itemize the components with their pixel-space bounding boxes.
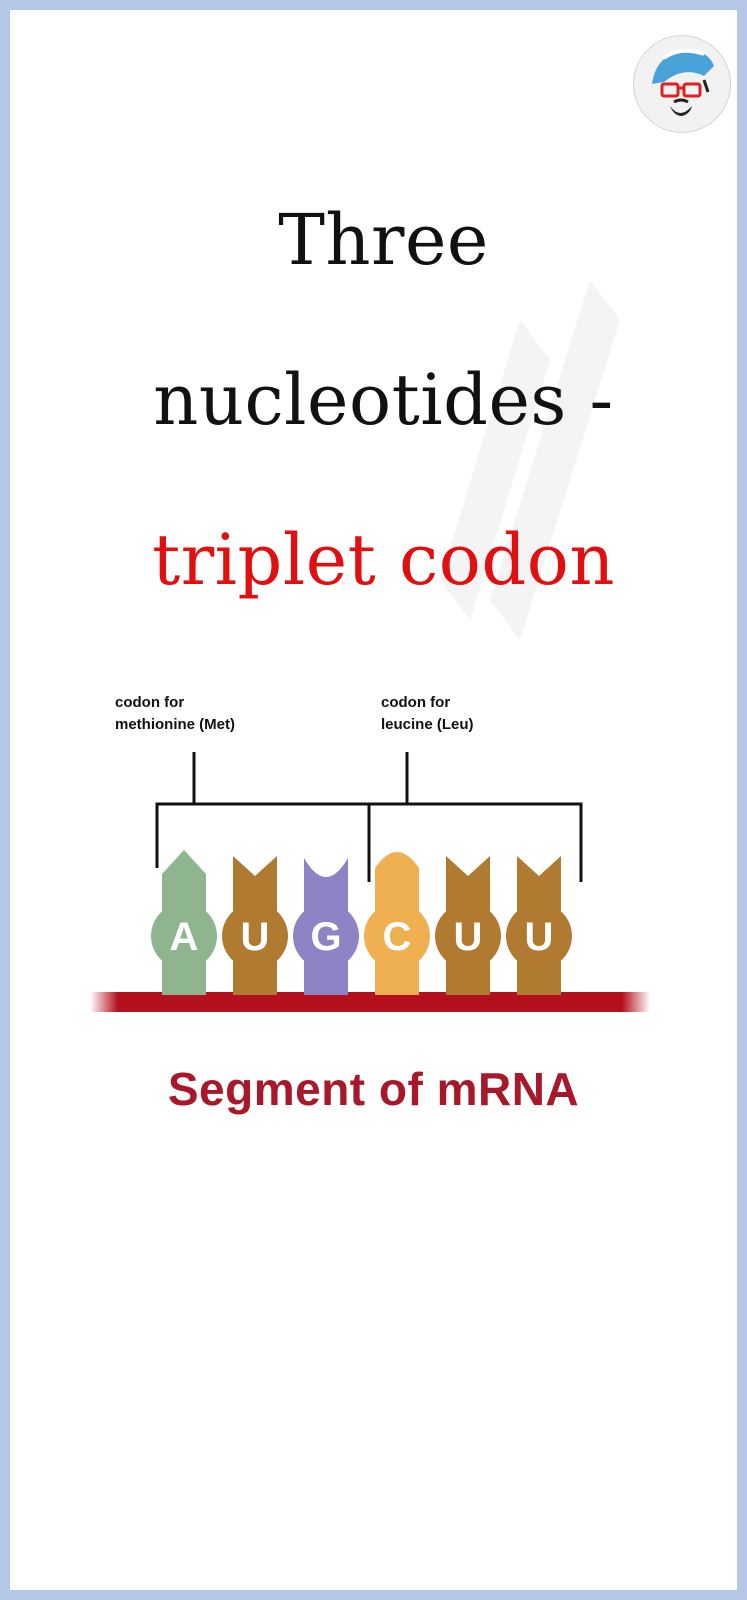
nucleotide-1: A [151, 850, 217, 995]
nucleotide-3: G [293, 858, 359, 995]
nucleotide-letter: U [454, 915, 483, 959]
nucleotide-4: C [364, 852, 430, 995]
nucleotide-letter: U [241, 915, 270, 959]
diagram-caption: Segment of mRNA [167, 1063, 580, 1115]
codon-label-met: codon for methionine (Met) [115, 694, 235, 733]
nucleotide-letter: U [525, 915, 554, 959]
codon-label-leu: codon for leucine (Leu) [381, 694, 474, 733]
avatar-icon [633, 35, 731, 133]
nucleotide-head [364, 903, 430, 969]
codon-brackets [155, 752, 583, 882]
nucleotide-2: U [222, 856, 288, 995]
nucleotide-head [222, 903, 288, 969]
nucleotide-letter: A [170, 915, 199, 959]
title-line-1: Three [278, 199, 489, 281]
nucleotide-head [151, 903, 217, 969]
nucleotide-5: U [435, 856, 501, 995]
nucleotide-letter: G [310, 915, 341, 959]
nucleotide-head [435, 903, 501, 969]
nucleotide-6: U [506, 856, 572, 995]
nucleotide-head [506, 903, 572, 969]
title-line-3: triplet codon [152, 519, 615, 601]
nucleotide-letter: C [383, 915, 412, 959]
mrna-codon-diagram: codon for methionine (Met) codon for leu… [90, 694, 660, 1130]
title-line-2: nucleotides - [153, 359, 614, 441]
nucleotide-head [293, 903, 359, 969]
mrna-strand [90, 992, 650, 1012]
watermark [370, 260, 670, 680]
title-block: Three nucleotides - triplet codon [10, 200, 747, 680]
